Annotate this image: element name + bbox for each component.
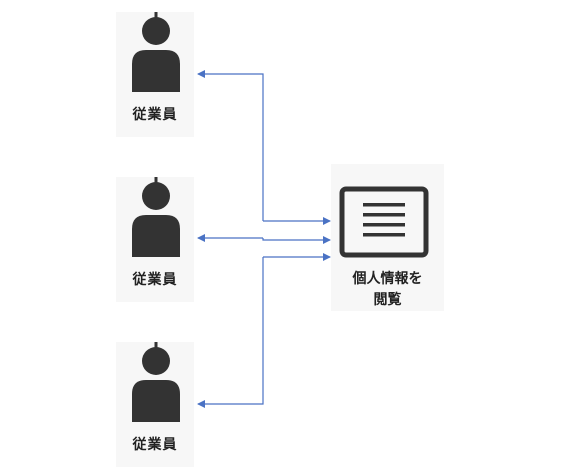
document-label: 個人情報を 閲覧 xyxy=(331,269,444,311)
employee-label: 従業員 xyxy=(132,107,178,123)
employee-label: 従業員 xyxy=(132,272,178,288)
document-icon xyxy=(339,186,429,258)
connector-doc-to-employee-3 xyxy=(197,257,264,408)
person-icon xyxy=(132,177,180,257)
document-label-line-1: 個人情報を xyxy=(352,271,423,287)
document-card: 個人情報を 閲覧 xyxy=(331,164,444,311)
connector-employee-2-to-doc xyxy=(262,236,331,244)
employee-card-3: 従業員 xyxy=(116,342,194,467)
employee-label: 従業員 xyxy=(132,437,178,453)
person-icon xyxy=(132,12,180,92)
connector-doc-to-employee-1 xyxy=(197,70,264,221)
employee-card-1: 従業員 xyxy=(116,12,194,137)
employee-card-2: 従業員 xyxy=(116,177,194,302)
person-icon xyxy=(132,342,180,422)
document-label-line-2: 閲覧 xyxy=(373,292,402,308)
